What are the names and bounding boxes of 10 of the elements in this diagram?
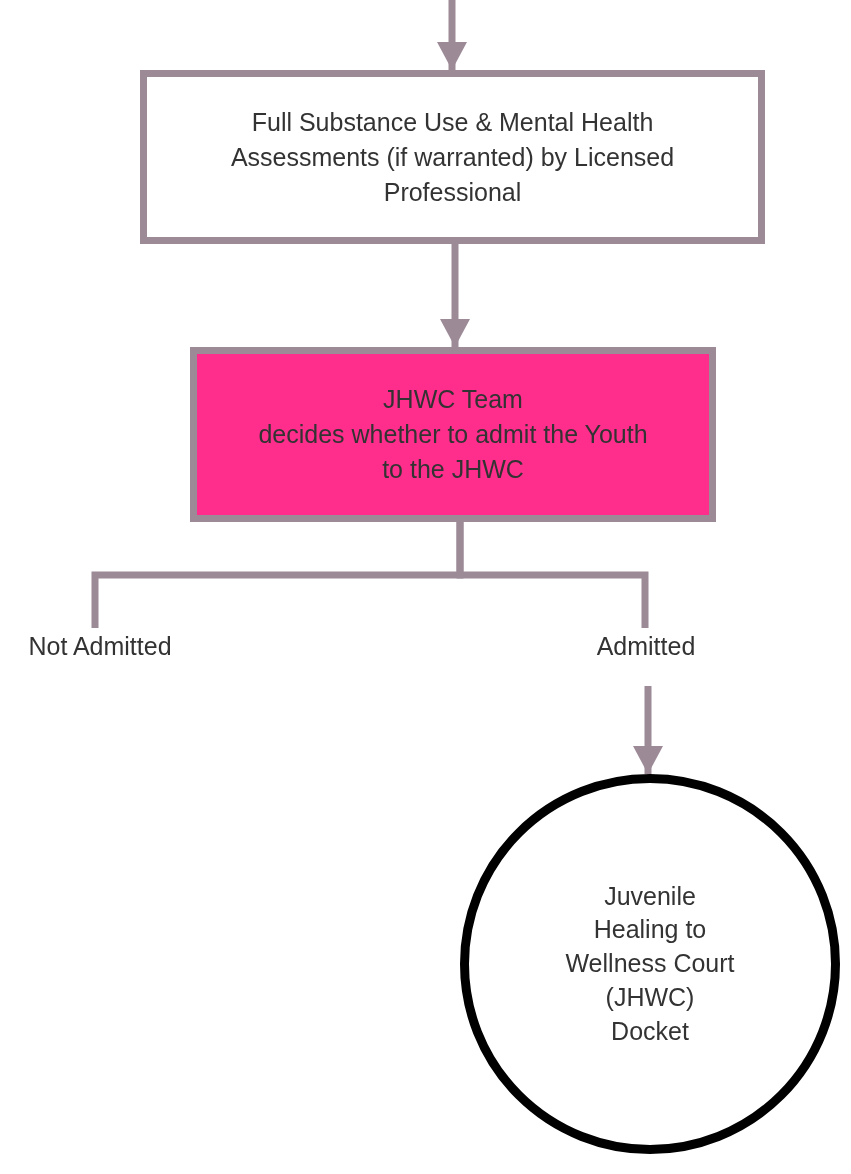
process-box bbox=[190, 347, 716, 522]
process-box bbox=[140, 70, 765, 244]
node-text: decides whether to admit the Youth to the JHWC bbox=[257, 419, 649, 485]
node-text: JHWC Team bbox=[383, 384, 523, 415]
branch-label: Admitted bbox=[596, 631, 696, 661]
arrow bbox=[437, 0, 467, 70]
node-text: Juvenile Healing to Wellness Court (JHWC) Docket bbox=[564, 880, 736, 1047]
node-text: Full Substance Use & Mental Health Assessments (if warranted) by Licensed Professional bbox=[229, 106, 676, 208]
arrow bbox=[440, 244, 470, 347]
branch-label: Not Admitted bbox=[28, 631, 172, 661]
